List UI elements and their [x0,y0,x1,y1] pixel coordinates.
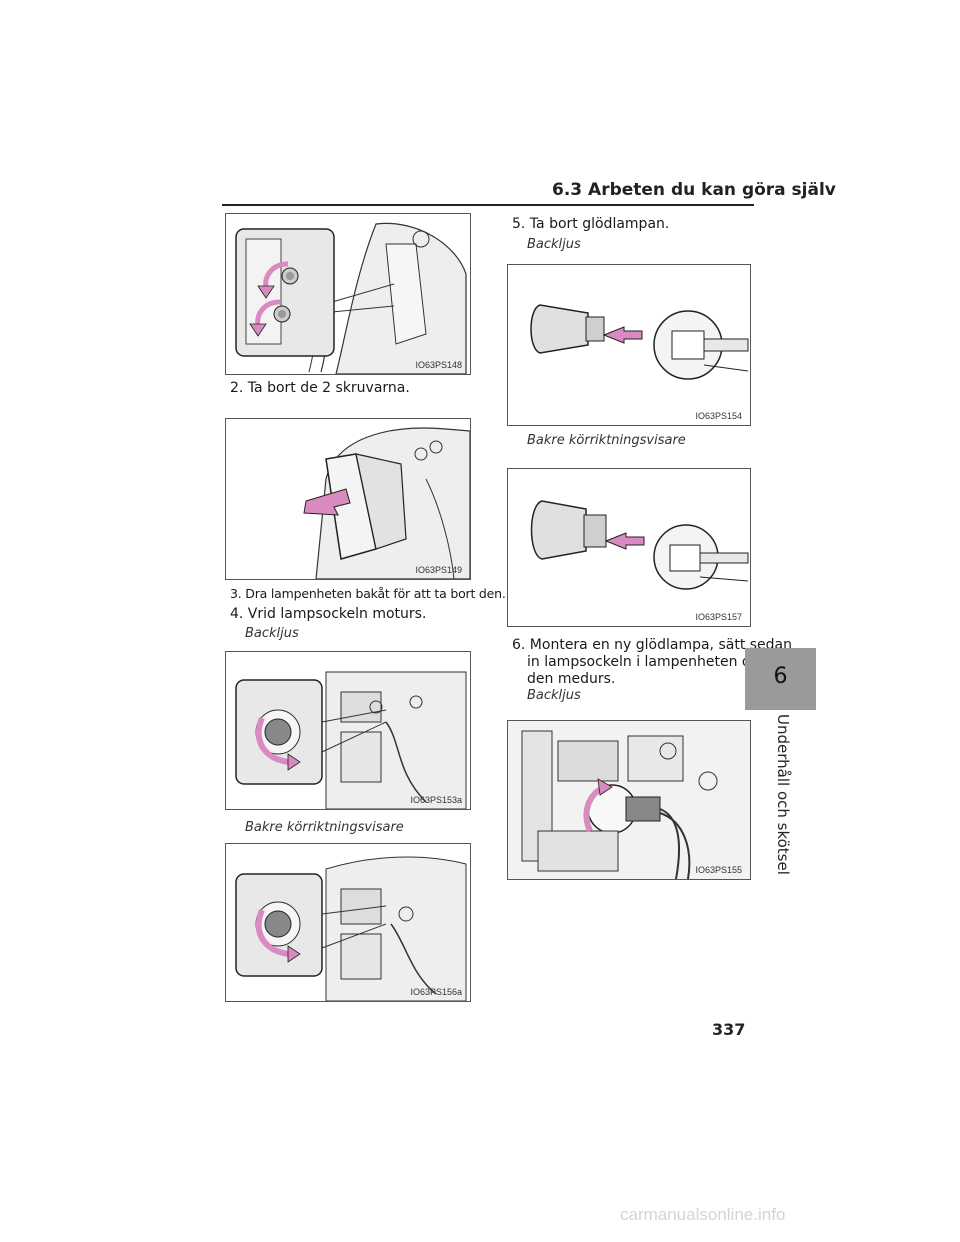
illustration-socket-backup [235,671,467,809]
step-5-backljus: Backljus [527,237,581,252]
figure-code: IO63PS154 [695,411,742,421]
illustration-screws [235,222,467,374]
illustration-install-bulb [508,721,750,879]
section-title: 6.3 Arbeten du kan göra själv [552,180,836,200]
step-6-backljus: Backljus [527,688,581,703]
illustration-bulb-backup [530,304,749,380]
step-4-backljus: Backljus [245,626,299,641]
chapter-tab[interactable]: 6 [745,648,816,710]
figure-code: IO63PS153a [410,795,462,805]
step-6-line-1: 6. Montera en ny glödlampa, sätt sedan [512,637,793,653]
step-4-korriktningsvisare: Bakre körriktningsvisare [245,820,404,835]
step-6-line-2: in lampsockeln i lampenheten och vrid [527,654,799,670]
step-5-korriktningsvisare: Bakre körriktningsvisare [527,433,686,448]
figure-remove-screws: IO63PS148 [225,213,471,375]
page-number: 337 [712,1020,746,1039]
step-4: 4. Vrid lampsockeln moturs. [230,606,427,622]
figure-remove-bulb-backup: IO63PS154 [507,264,751,426]
illustration-bulb-turn [530,500,749,590]
figure-rotate-socket-backup: IO63PS153a [225,651,471,810]
illustration-socket-turn [235,856,467,1001]
figure-code: IO63PS155 [695,865,742,875]
chapter-number: 6 [773,664,788,689]
chapter-label: Underhåll och skötsel [763,714,803,875]
figure-code: IO63PS156a [410,987,462,997]
step-6-line-3: den medurs. [527,671,616,687]
watermark: carmanualsonline.info [620,1205,786,1224]
illustration-lamp-unit [303,427,470,579]
figure-rotate-socket-turn: IO63PS156a [225,843,471,1002]
chapter-label-text: Underhåll och skötsel [774,714,792,875]
header-rule [222,204,754,206]
step-2: 2. Ta bort de 2 skruvarna. [230,380,410,396]
step-5: 5. Ta bort glödlampan. [512,216,670,232]
figure-pull-lamp: IO63PS149 [225,418,471,580]
figure-code: IO63PS157 [695,612,742,622]
figure-code: IO63PS148 [415,360,462,370]
figure-install-bulb: IO63PS155 [507,720,751,880]
figure-remove-bulb-turn: IO63PS157 [507,468,751,627]
figure-code: IO63PS149 [415,565,462,575]
step-3: 3. Dra lampenheten bakåt för att ta bort… [230,586,506,601]
